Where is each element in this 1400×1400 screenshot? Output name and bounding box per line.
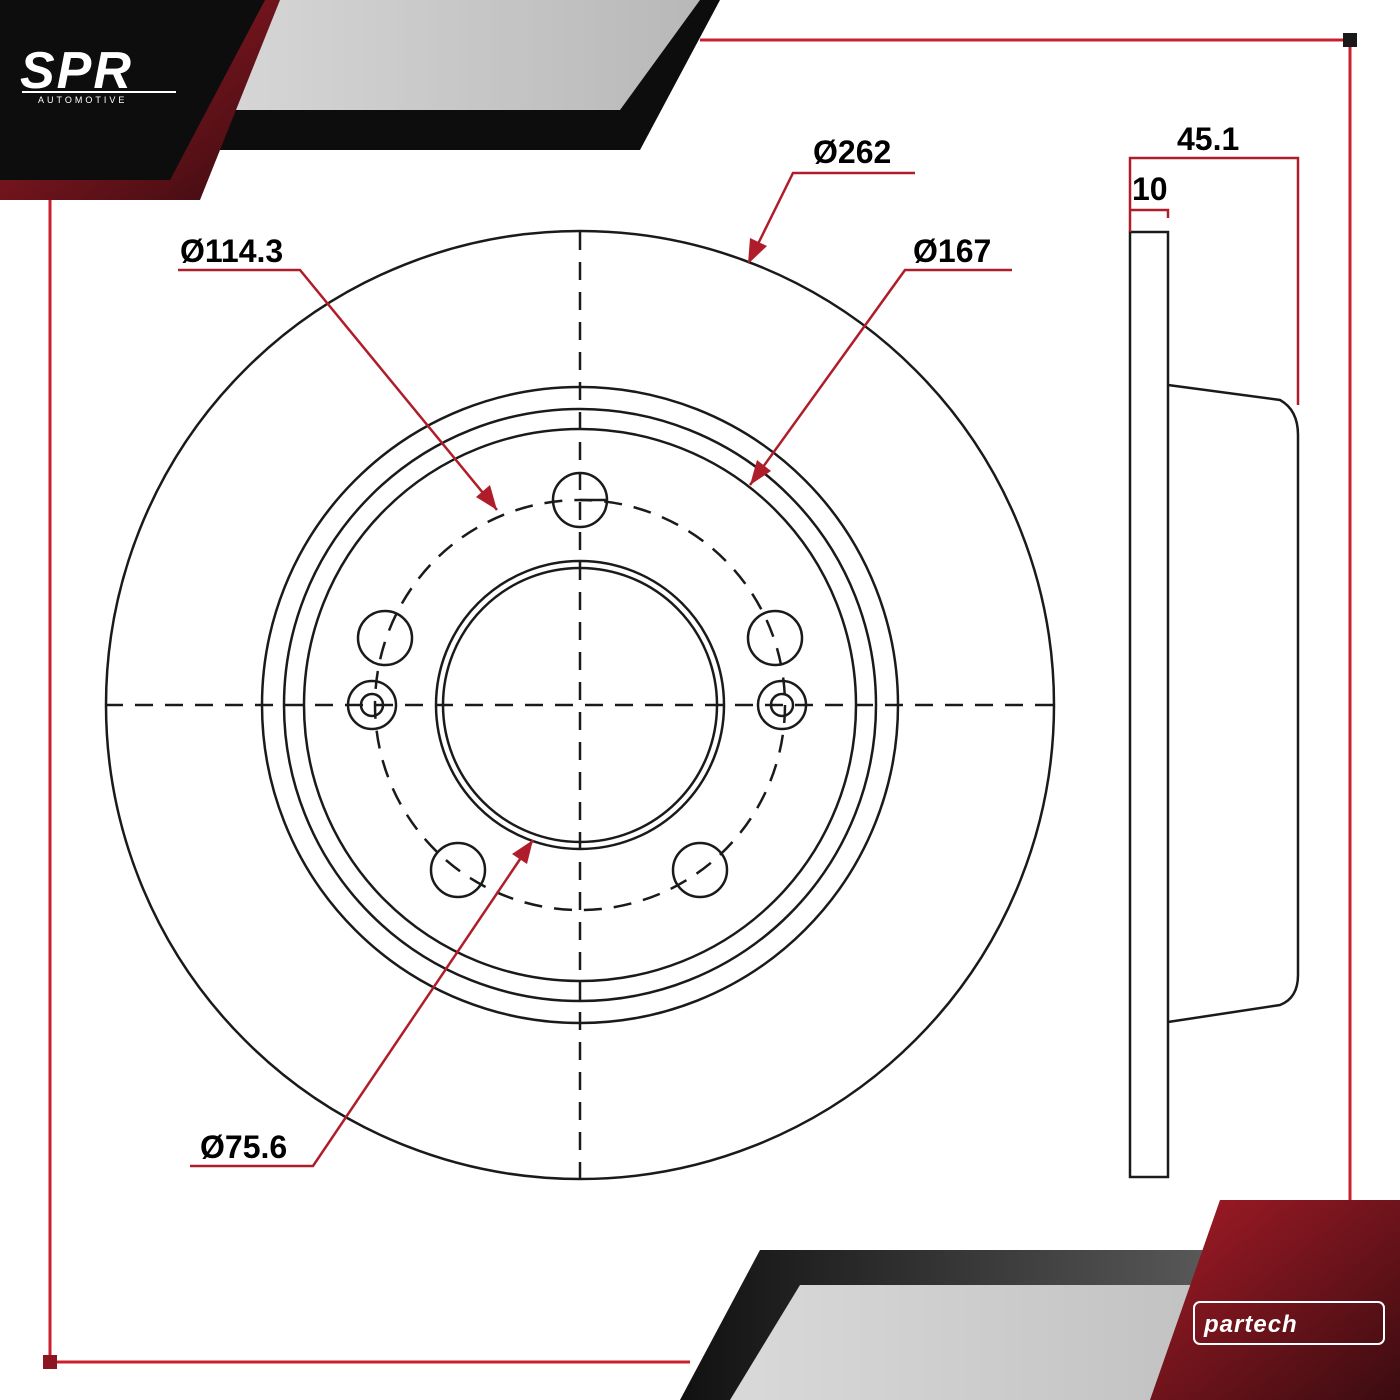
leader-center-bore <box>190 839 535 1168</box>
leader-outer-diameter <box>753 171 915 251</box>
locating-screw-hole <box>346 679 398 731</box>
partech-logo: partech <box>1193 1301 1385 1345</box>
hat-diameter-ring <box>282 407 878 1003</box>
label-center-bore: Ø75.6 <box>200 1129 287 1165</box>
logo-subtext: AUTOMOTIVE <box>38 95 127 105</box>
arrow-head <box>512 840 533 864</box>
top-banner <box>0 0 720 200</box>
hat-profile <box>1167 383 1300 1024</box>
leader-pcd <box>178 268 498 511</box>
dimension-labels: Ø262 Ø114.3 Ø167 Ø75.6 45.1 10 <box>180 121 1239 1165</box>
logo-text: SPR <box>20 42 133 100</box>
bottom-banner <box>680 1200 1400 1400</box>
frame-corner-marker <box>1343 33 1357 47</box>
label-thickness: 10 <box>1132 171 1168 207</box>
lug-hole <box>356 609 414 667</box>
label-total-height: 45.1 <box>1177 121 1239 157</box>
label-outer-diameter: Ø262 <box>813 134 891 170</box>
partner-logo-text: partech <box>1203 1311 1298 1338</box>
spr-automotive-logo: SPR AUTOMOTIVE <box>20 42 176 105</box>
disc-side-view <box>1128 230 1300 1179</box>
leader-total-height <box>1128 156 1300 405</box>
arrow-head <box>476 485 497 510</box>
lug-hole <box>671 841 729 899</box>
disc-outer-edge <box>104 229 1056 1181</box>
leader-hat-diameter <box>748 268 1012 486</box>
disc-friction-ring-profile <box>1128 230 1170 1179</box>
label-pcd: Ø114.3 <box>180 233 283 269</box>
label-hat-diameter: Ø167 <box>913 233 991 269</box>
lug-hole <box>746 609 804 667</box>
arrow-head <box>748 238 767 264</box>
arrow-head <box>750 460 771 485</box>
dimension-leaders <box>178 156 1300 1168</box>
lug-hole <box>429 841 487 899</box>
disc-front-view <box>104 229 1056 1181</box>
lug-hole <box>551 471 609 529</box>
frame-corner-marker <box>43 1355 57 1369</box>
frame-lines <box>43 33 1357 1369</box>
locating-screw-hole <box>756 679 808 731</box>
leader-thickness <box>1130 208 1170 218</box>
